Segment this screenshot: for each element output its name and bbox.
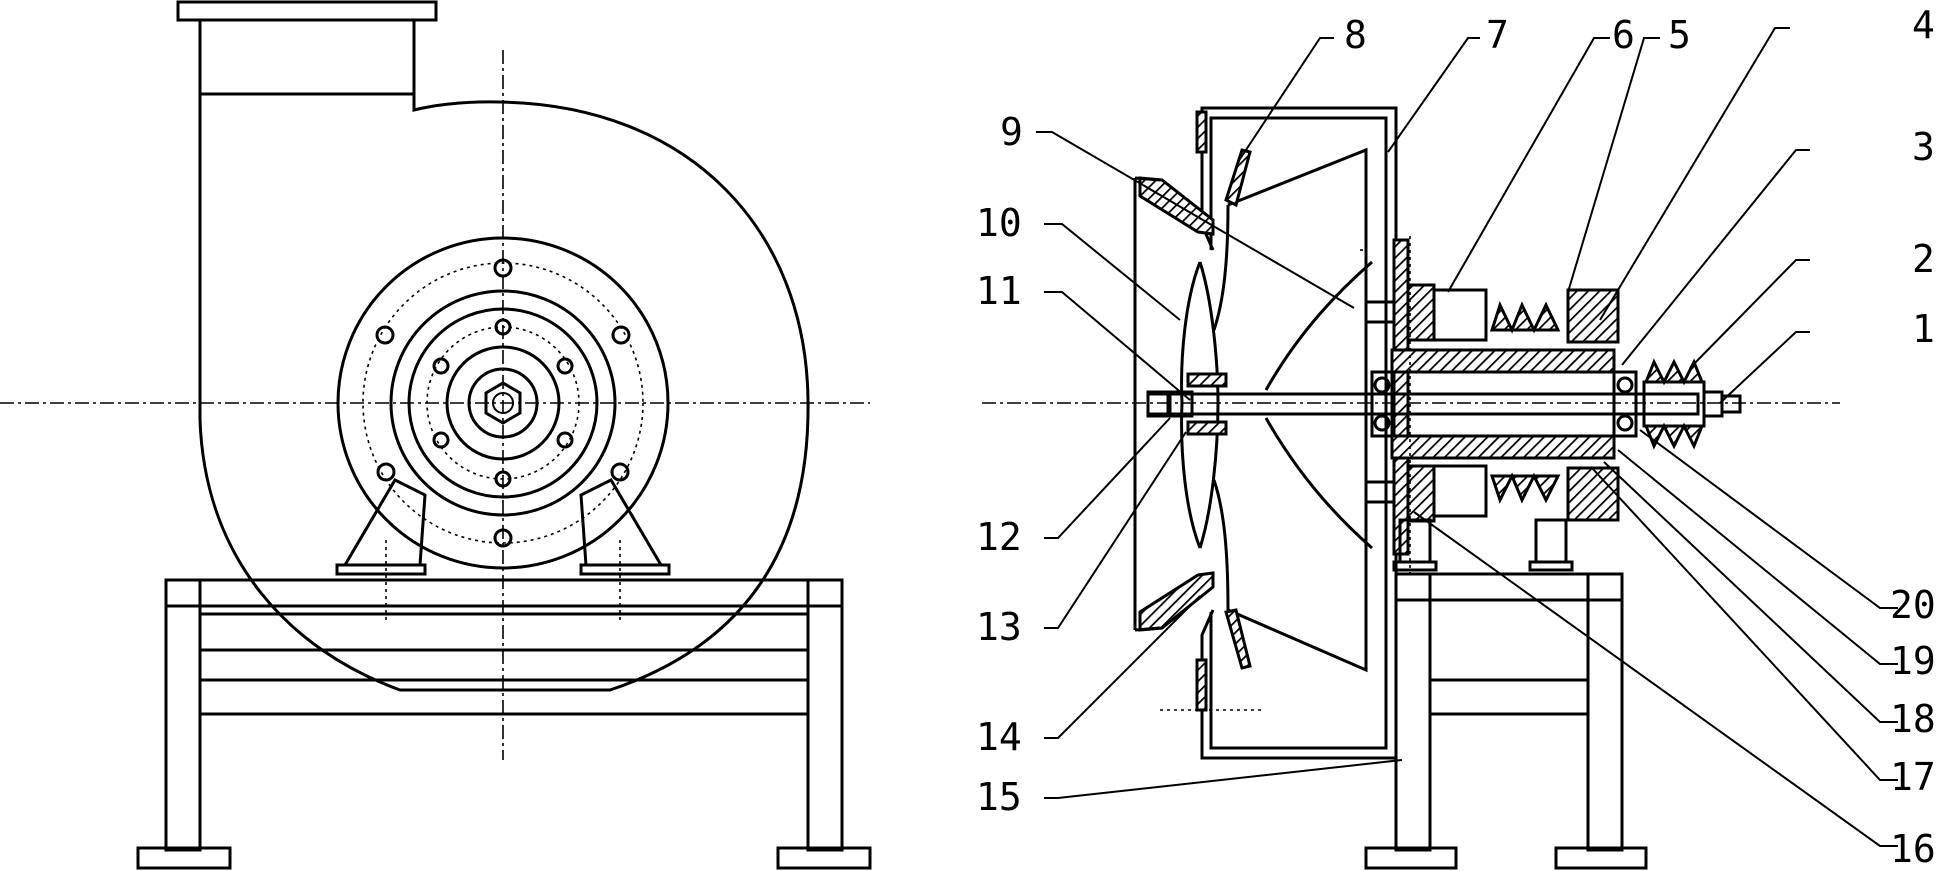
callout-10: 10 (976, 201, 1022, 245)
callout-18: 18 (1890, 697, 1936, 741)
end-nut (1704, 392, 1722, 416)
callout-11: 11 (976, 269, 1022, 313)
callout-3: 3 (1912, 125, 1935, 169)
callout-1: 1 (1912, 307, 1935, 351)
callout-5: 5 (1668, 13, 1691, 57)
callout-7: 7 (1486, 13, 1509, 57)
callout-6: 6 (1612, 13, 1635, 57)
callout-4: 4 (1912, 3, 1935, 47)
base-frame (138, 580, 870, 868)
left-support-leg (345, 480, 425, 565)
right-support-leg (581, 480, 661, 565)
callout-17: 17 (1890, 755, 1936, 799)
outlet-flange (178, 2, 436, 20)
outlet-neck (200, 20, 414, 94)
back-plate (1394, 240, 1408, 554)
callout-16: 16 (1890, 827, 1936, 871)
callout-15: 15 (976, 775, 1022, 819)
callout-2: 2 (1912, 237, 1935, 281)
callout-8: 8 (1344, 13, 1367, 57)
volute-casing (200, 94, 808, 690)
callout-9: 9 (1000, 110, 1023, 154)
section-view (982, 108, 1840, 868)
drive-pulley (1644, 362, 1704, 446)
callout-19: 19 (1890, 639, 1936, 683)
callout-13: 13 (976, 605, 1022, 649)
section-base-frame (1366, 574, 1646, 868)
callout-14: 14 (976, 715, 1022, 759)
callout-20: 20 (1890, 583, 1936, 627)
front-view (0, 2, 870, 868)
callout-12: 12 (976, 515, 1022, 559)
shaft-housing (1392, 350, 1614, 372)
